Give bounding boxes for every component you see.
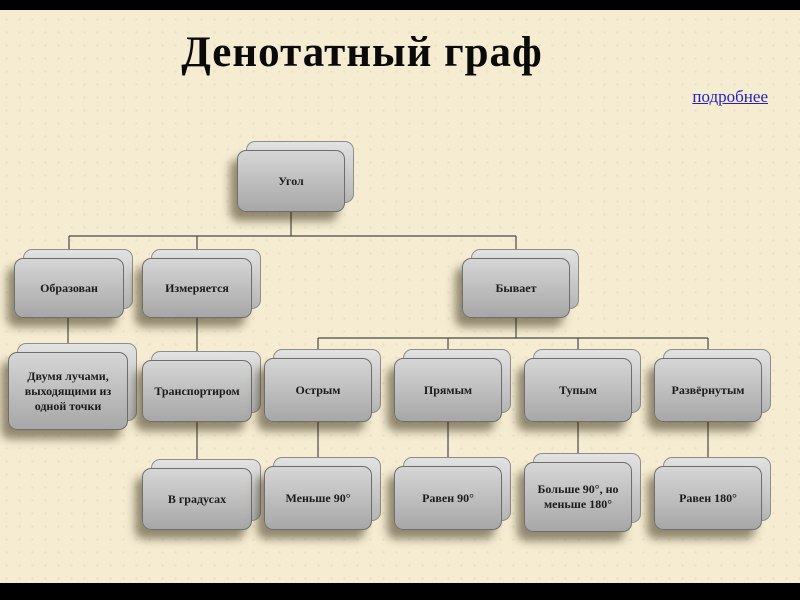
node-raven-90: Равен 90° (394, 457, 511, 530)
node-bolshe-90: Больше 90°, но меньше 180° (524, 453, 641, 532)
node-ugol: Угол (237, 141, 354, 212)
node-raven-90-label: Равен 90° (394, 466, 502, 530)
node-izmeryaetsya-label: Измеряется (142, 258, 252, 318)
node-tupym: Тупым (524, 349, 641, 422)
node-ugol-label: Угол (237, 150, 345, 212)
node-dvumya-luchami-label: Двумя лучами, выходящими из одной точки (8, 352, 128, 430)
slide-title: Денотатный граф (181, 29, 543, 76)
node-ostrym-label: Острым (264, 358, 372, 422)
node-byvaet: Бывает (462, 249, 579, 318)
node-izmeryaetsya: Измеряется (142, 249, 261, 318)
node-menshe-90: Меньше 90° (264, 457, 381, 530)
node-ostrym: Острым (264, 349, 381, 422)
node-obrazovan-label: Образован (14, 258, 124, 318)
node-transportirom: Транспортиром (142, 351, 261, 422)
node-raven-180-label: Равен 180° (654, 466, 762, 530)
node-razvernutym: Развёрнутым (654, 349, 771, 422)
node-pryamym-label: Прямым (394, 358, 502, 422)
node-pryamym: Прямым (394, 349, 511, 422)
node-tupym-label: Тупым (524, 358, 632, 422)
node-obrazovan: Образован (14, 249, 133, 318)
bottom-border-bar (0, 583, 800, 600)
node-raven-180: Равен 180° (654, 457, 771, 530)
node-dvumya-luchami: Двумя лучами, выходящими из одной точки (8, 343, 137, 430)
node-transportirom-label: Транспортиром (142, 360, 252, 422)
top-border-bar (0, 0, 800, 10)
details-link[interactable]: подробнее (692, 87, 768, 106)
node-v-gradusah: В градусах (142, 459, 261, 530)
node-v-gradusah-label: В градусах (142, 468, 252, 530)
node-razvernutym-label: Развёрнутым (654, 358, 762, 422)
node-bolshe-90-label: Больше 90°, но меньше 180° (524, 462, 632, 532)
node-byvaet-label: Бывает (462, 258, 570, 318)
node-menshe-90-label: Меньше 90° (264, 466, 372, 530)
